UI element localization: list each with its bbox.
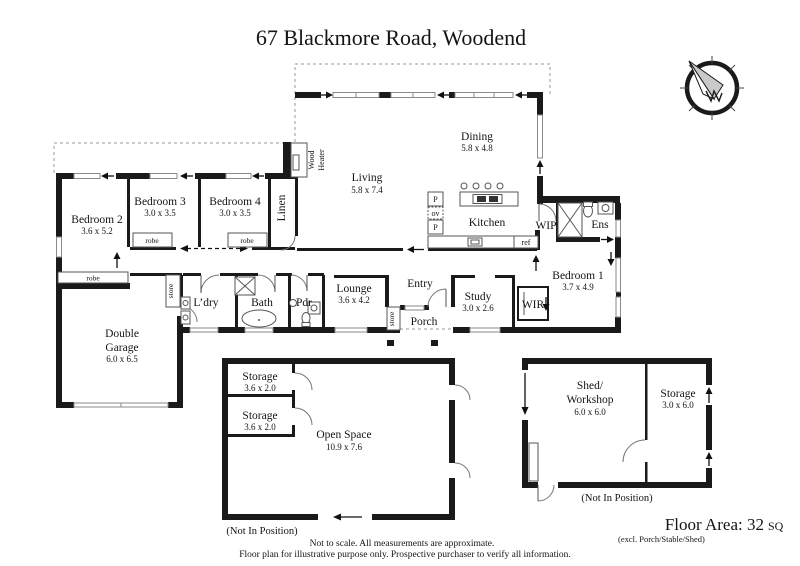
label-robe: robe xyxy=(86,274,100,283)
store-hall xyxy=(165,274,181,308)
dims-bedroom1: 3.7 x 4.9 xyxy=(562,282,594,292)
room-labels: Living 5.8 x 7.4 Dining 5.8 x 4.8 Kitche… xyxy=(71,131,609,364)
windows xyxy=(56,92,621,408)
page-title: 67 Blackmore Road, Woodend xyxy=(256,25,526,50)
dims-lounge: 3.6 x 4.2 xyxy=(338,295,370,305)
flow-arrows xyxy=(101,91,615,271)
pendant-light xyxy=(496,182,504,190)
label-porch: Porch xyxy=(411,316,438,328)
robe-bedroom3 xyxy=(132,232,173,248)
pantry-box xyxy=(427,219,444,235)
label-wip: WIP xyxy=(535,220,556,232)
robe-bedroom4 xyxy=(227,232,268,248)
label-wood-heater-2: Heater xyxy=(317,149,326,171)
label-pantry: P xyxy=(433,195,438,204)
pendant-light xyxy=(484,182,492,190)
note-not-in-position: (Not In Position) xyxy=(581,493,653,504)
label-robe: robe xyxy=(145,236,159,245)
main-house-walls xyxy=(56,92,621,408)
floor-area-label: Floor Area: 32 xyxy=(665,515,764,534)
label-garage-2: Garage xyxy=(105,342,138,354)
label-storage-c: Storage xyxy=(660,388,695,400)
note-not-in-position: (Not In Position) xyxy=(226,526,298,537)
store-porch xyxy=(386,306,401,331)
label-robe: robe xyxy=(240,236,254,245)
porch-post xyxy=(387,340,394,346)
dims-storage-a: 3.6 x 2.0 xyxy=(244,383,276,393)
dims-storage-c: 3.0 x 6.0 xyxy=(662,400,694,410)
label-entry: Entry xyxy=(407,278,433,290)
label-wir: WIR xyxy=(522,299,545,311)
label-kitchen: Kitchen xyxy=(469,217,506,229)
dims-shed: 6.0 x 6.0 xyxy=(574,407,606,417)
label-oven: ov xyxy=(432,209,440,218)
porch-post xyxy=(431,340,438,346)
pendant-light xyxy=(460,182,468,190)
fridge-space xyxy=(513,235,539,249)
disclaimer-line1: Not to scale. All measurements are appro… xyxy=(310,539,495,549)
wir-box xyxy=(517,286,549,321)
dims-bedroom3: 3.0 x 3.5 xyxy=(144,208,176,218)
label-open-space: Open Space xyxy=(316,429,371,441)
label-storage-b: Storage xyxy=(242,410,277,422)
dims-living: 5.8 x 7.4 xyxy=(351,185,383,195)
robe-bedroom2 xyxy=(57,271,129,284)
label-study: Study xyxy=(465,291,492,303)
label-lounge: Lounge xyxy=(336,283,371,295)
label-shed-1: Shed/ xyxy=(577,380,604,392)
label-pantry: P xyxy=(433,223,438,232)
label-bath: Bath xyxy=(251,297,273,309)
disclaimer-line2: Floor plan for illustrative purpose only… xyxy=(239,549,571,560)
pdr-basin xyxy=(289,299,297,307)
floor-area-unit: SQ xyxy=(768,519,784,533)
label-bedroom1: Bedroom 1 xyxy=(552,270,604,282)
fixtures xyxy=(57,142,614,331)
label-storage-a: Storage xyxy=(242,371,277,383)
label-bedroom2: Bedroom 2 xyxy=(71,214,123,226)
label-wood-heater-1: Wood xyxy=(307,151,316,170)
pendant-light xyxy=(472,182,480,190)
dims-storage-b: 3.6 x 2.0 xyxy=(244,422,276,432)
dims-open-space: 10.9 x 7.6 xyxy=(326,442,363,452)
dims-garage: 6.0 x 6.5 xyxy=(106,354,138,364)
label-store: store xyxy=(387,311,396,326)
dims-bedroom2: 3.6 x 5.2 xyxy=(81,226,113,236)
pantry-box xyxy=(427,191,444,207)
label-ens: Ens xyxy=(591,219,609,231)
label-store: store xyxy=(166,283,175,298)
label-shed-2: Workshop xyxy=(567,394,614,406)
open-space-building: Storage 3.6 x 2.0 Storage 3.6 x 2.0 Open… xyxy=(222,358,471,537)
label-living: Living xyxy=(352,172,383,184)
label-ldry: L’dry xyxy=(193,297,218,309)
dims-dining: 5.8 x 4.8 xyxy=(461,143,493,153)
label-garage-1: Double xyxy=(105,328,139,340)
label-dining: Dining xyxy=(461,131,493,143)
shed-building: Shed/ Workshop 6.0 x 6.0 Storage 3.0 x 6… xyxy=(521,358,713,504)
label-ref: ref xyxy=(522,238,531,247)
floor-area-note: (excl. Porch/Stable/Shed) xyxy=(618,534,705,544)
pdr-toilet xyxy=(301,312,311,324)
eave-dashed-outline xyxy=(53,63,551,330)
compass-north-icon xyxy=(680,56,744,120)
footer: Floor Area: 32 SQ (excl. Porch/Stable/Sh… xyxy=(239,515,783,560)
label-bedroom3: Bedroom 3 xyxy=(134,196,186,208)
label-linen: Linen xyxy=(276,194,288,221)
dims-study: 3.0 x 2.6 xyxy=(462,303,494,313)
oven-box xyxy=(427,206,444,220)
dims-bedroom4: 3.0 x 3.5 xyxy=(219,208,251,218)
label-bedroom4: Bedroom 4 xyxy=(209,196,261,208)
bathtub xyxy=(241,309,277,328)
label-pdr: Pdr xyxy=(296,297,312,309)
